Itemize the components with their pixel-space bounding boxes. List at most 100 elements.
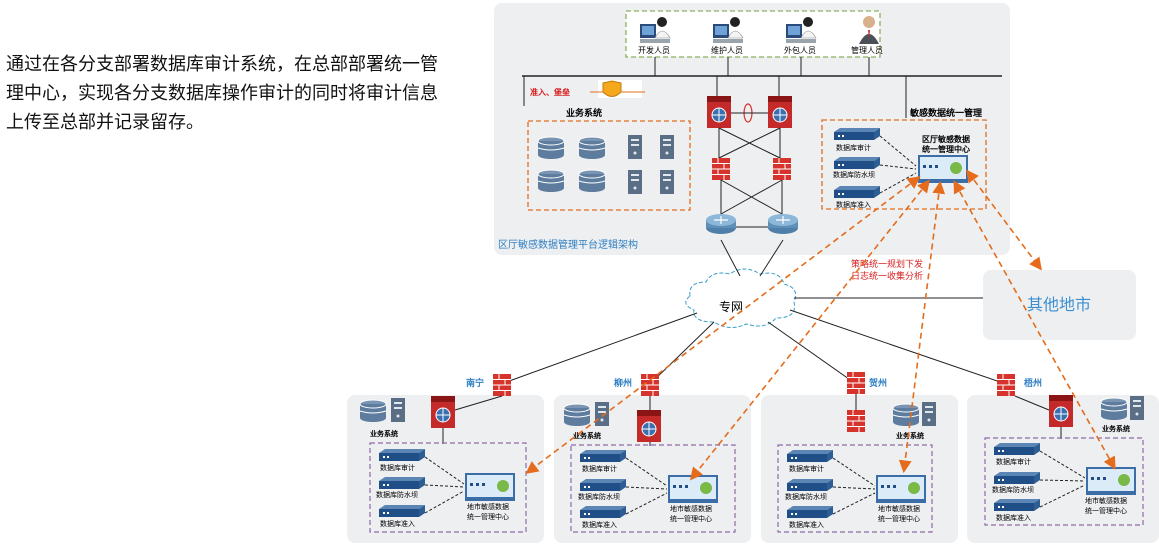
shield-icon [602, 80, 622, 97]
audit-device-icon [787, 450, 833, 462]
private-net-cloud [685, 268, 797, 328]
sensitive-label: 敏感数据统一管理 [909, 107, 982, 119]
city-label: 南宁 [466, 377, 484, 389]
db-icon [537, 136, 565, 160]
policy-text-2: 日志统一收集分析 [851, 270, 923, 282]
firewall-icon [772, 157, 792, 181]
svg-text:数据库防水坝: 数据库防水坝 [992, 485, 1034, 494]
db-icon [563, 403, 591, 427]
svg-text:地市敏感数据: 地市敏感数据 [670, 504, 712, 513]
server-icon [1130, 396, 1144, 420]
svg-text:数据库审计: 数据库审计 [836, 143, 871, 152]
firewall-icon [846, 371, 866, 395]
svg-text:地市敏感数据: 地市敏感数据 [467, 502, 509, 511]
users-box [625, 10, 881, 58]
switch-icon [636, 409, 662, 443]
svg-text:数据库审计: 数据库审计 [582, 464, 617, 473]
city-center-icon [465, 473, 515, 501]
user-label-out: 外包人员 [784, 45, 816, 55]
server-icon [660, 170, 674, 194]
db-access-icon [834, 186, 880, 198]
hq-center-icon [918, 155, 968, 183]
firewall-dam-icon [994, 472, 1040, 484]
svg-text:地市敏感数据: 地市敏感数据 [1085, 496, 1127, 505]
core-switch-icon [767, 95, 793, 129]
svg-text:数据库审计: 数据库审计 [996, 457, 1031, 466]
firewall-dam-icon [787, 479, 833, 491]
db-icon [892, 403, 920, 427]
server-icon [922, 402, 936, 426]
server-icon [595, 402, 609, 426]
svg-text:地市敏感数据: 地市敏感数据 [878, 504, 920, 513]
firewall-icon [846, 409, 866, 433]
server-icon [391, 398, 405, 422]
branch-nanning: 南宁 业务系统 数据库审计 数据库防水坝 数据库准入 地市敏感数据 统一管理中心 [347, 373, 544, 543]
flow-liuzhou [690, 179, 930, 481]
city-center-icon [876, 475, 926, 503]
audit-device-icon [379, 449, 425, 461]
svg-text:业务系统: 业务系统 [1102, 424, 1130, 433]
business-label: 业务系统 [566, 107, 602, 119]
server-icon [628, 135, 642, 159]
city-label: 柳州 [614, 377, 632, 389]
other-cities-label: 其他地市 [1027, 295, 1091, 314]
switch-icon [1048, 394, 1074, 428]
core-switch-icon [706, 95, 732, 129]
svg-text:统一管理中心: 统一管理中心 [878, 514, 920, 523]
firewall-icon [996, 373, 1016, 397]
svg-text:数据库准入: 数据库准入 [996, 513, 1031, 522]
city-center-icon [668, 475, 718, 503]
firewall-dam-icon [379, 477, 425, 489]
svg-text:数据库准入: 数据库准入 [789, 520, 824, 529]
switch-icon [430, 395, 456, 429]
platform-label: 区厅敏感数据管理平台逻辑架构 [498, 238, 638, 251]
svg-text:数据库防水坝: 数据库防水坝 [785, 492, 827, 501]
svg-text:统一管理中心: 统一管理中心 [670, 514, 712, 523]
city-label: 贺州 [868, 377, 887, 389]
server-icon [660, 135, 674, 159]
svg-text:数据库准入: 数据库准入 [582, 520, 617, 529]
access-label: 准入、堡垒 [530, 87, 570, 97]
city-label: 梧州 [1024, 377, 1042, 389]
branch-liuzhou: 柳州 业务系统 数据库审计 数据库防水坝 数据库准入 地市敏感数据 统一管理中心 [554, 373, 751, 543]
db-icon [578, 169, 606, 193]
firewall-dam-icon [834, 157, 880, 169]
svg-text:业务系统: 业务系统 [370, 429, 398, 438]
svg-text:数据库审计: 数据库审计 [380, 463, 415, 472]
branch-hezhou: 贺州 业务系统 数据库审计 数据库防水坝 数据库准入 地市敏感数据 统一管理中心 [761, 371, 958, 543]
firewall-dam-icon [580, 479, 626, 491]
flow-hezhou [898, 180, 946, 474]
branch-wuzhou: 梧州 业务系统 数据库审计 数据库防水坝 数据库准入 地市敏感数据 统一管理中心 [967, 373, 1159, 543]
audit-device-icon [994, 443, 1040, 455]
db-access-icon [379, 505, 425, 517]
db-icon [1100, 397, 1128, 421]
svg-text:统一管理中心: 统一管理中心 [922, 144, 970, 154]
audit-device-icon [834, 128, 880, 140]
data-flow-arrows [525, 169, 1116, 481]
user-label-dev: 开发人员 [638, 45, 670, 55]
svg-text:区厅敏感数据: 区厅敏感数据 [922, 134, 970, 144]
svg-text:业务系统: 业务系统 [573, 431, 601, 440]
user-label-mgr: 管理人员 [851, 45, 883, 55]
db-icon [359, 399, 387, 423]
audit-device-icon [580, 450, 626, 462]
svg-text:数据库准入: 数据库准入 [836, 200, 871, 209]
svg-text:统一管理中心: 统一管理中心 [467, 512, 509, 521]
firewall-icon [492, 373, 512, 397]
server-icon [628, 170, 642, 194]
city-center-icon [1086, 467, 1136, 495]
svg-text:数据库防水坝: 数据库防水坝 [376, 490, 418, 499]
svg-text:数据库防水坝: 数据库防水坝 [578, 492, 620, 501]
db-access-icon [580, 506, 626, 518]
sensitive-box [821, 119, 987, 210]
db-icon [578, 136, 606, 160]
firewall-icon [711, 157, 731, 181]
svg-text:数据库审计: 数据库审计 [789, 464, 824, 473]
svg-text:数据库防水坝: 数据库防水坝 [833, 170, 875, 179]
user-label-maint: 维护人员 [711, 45, 743, 55]
svg-text:业务系统: 业务系统 [896, 431, 924, 440]
db-icon [537, 169, 565, 193]
flow-other-cities [966, 169, 1042, 271]
intro-text: 通过在各分支部署数据库审计系统，在总部部署统一管理中心，实现各分支数据库操作审计… [6, 54, 438, 133]
